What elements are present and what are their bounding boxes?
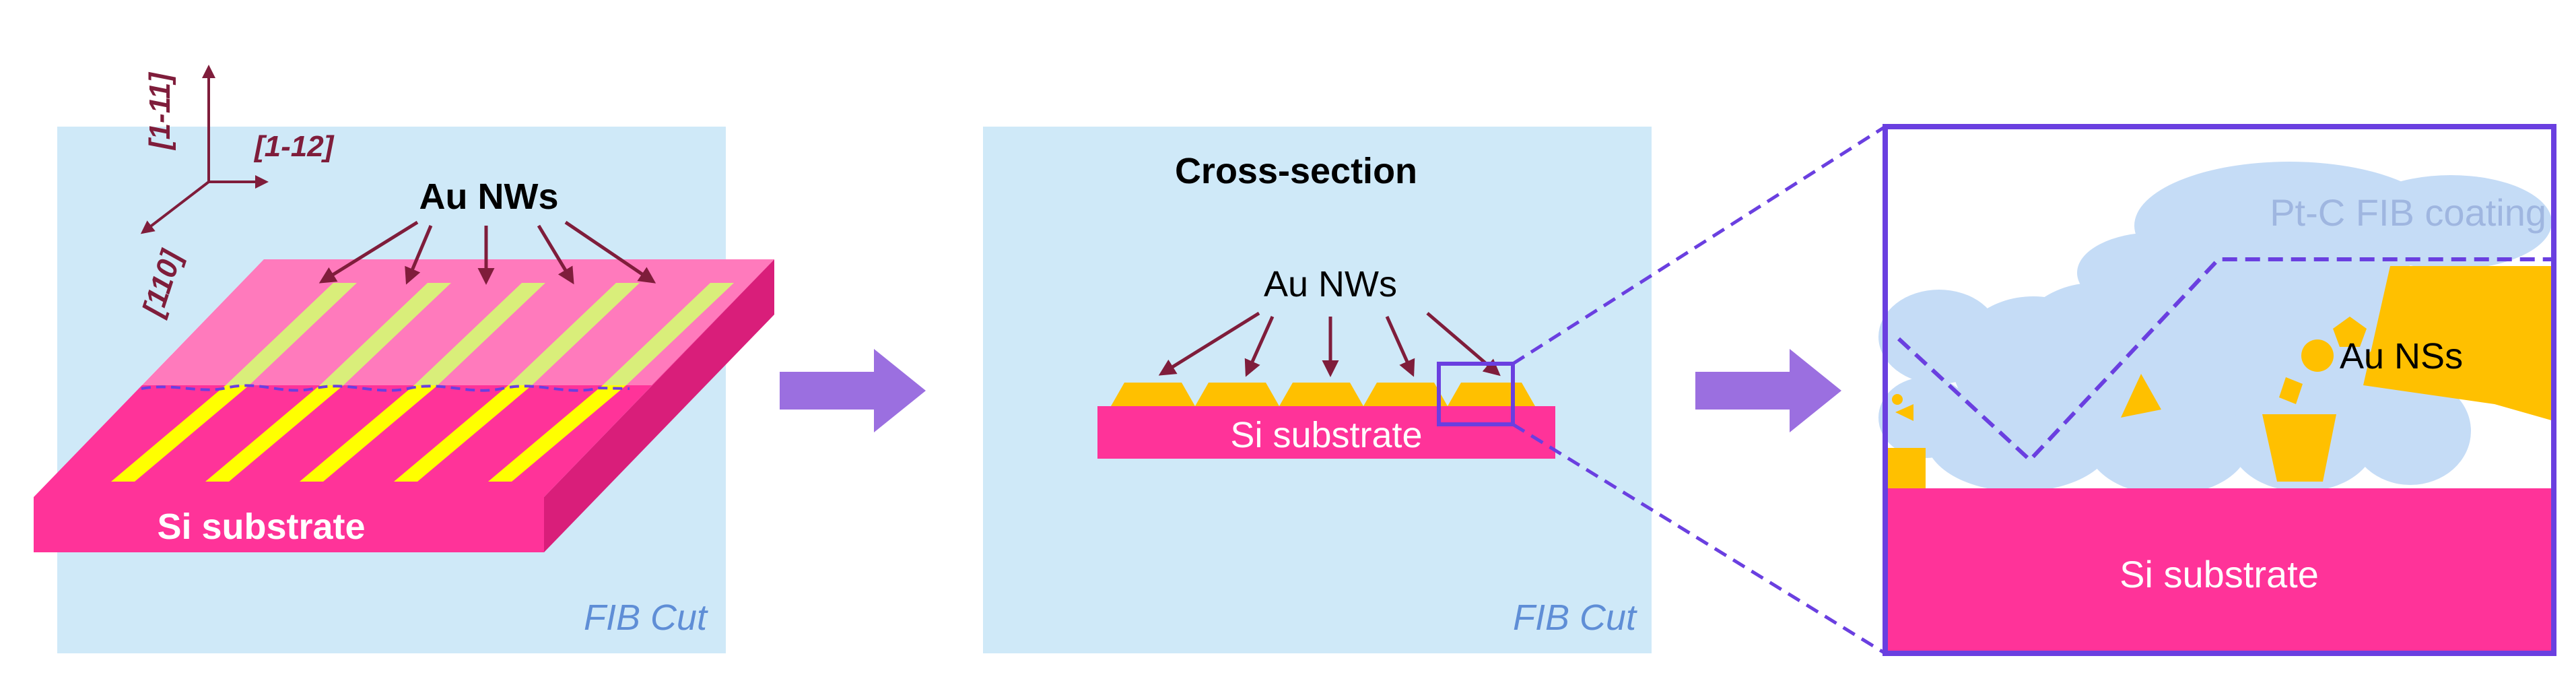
gold-sphere-small xyxy=(2366,350,2387,371)
trench-outline xyxy=(1897,257,2554,463)
axis-y-label: [1-12] xyxy=(253,130,335,163)
nanowire-section xyxy=(1448,383,1535,406)
nanowire xyxy=(111,385,249,482)
nanowire-section xyxy=(1363,383,1448,406)
gold-triangle-small xyxy=(1895,404,1913,421)
middle-nanowire-sections xyxy=(1111,383,1535,406)
gold-cluster xyxy=(2279,377,2303,404)
left-substrate-right-face xyxy=(544,259,774,552)
flow-arrow-1 xyxy=(780,349,926,432)
left-substrate-label: Si substrate xyxy=(157,507,365,547)
coating-blob xyxy=(1878,290,2000,384)
left-cut-line xyxy=(141,384,630,392)
middle-substrate xyxy=(1097,406,1555,459)
middle-substrate-label: Si substrate xyxy=(1230,415,1422,455)
coating-blob xyxy=(1926,384,2114,492)
crystal-axes xyxy=(140,65,269,234)
left-nanowires-front xyxy=(111,385,626,482)
nanowire xyxy=(205,385,343,482)
pointer-arrow xyxy=(1385,315,1415,377)
gold-small-block-left xyxy=(1885,448,1926,488)
pointer-arrow xyxy=(405,225,433,285)
middle-panel: Cross-section Au NWs Si substrate FIB Cu… xyxy=(983,127,1652,653)
right-substrate xyxy=(1885,488,2554,653)
ns-label: Au NSs xyxy=(2340,336,2463,377)
nanowire xyxy=(508,283,640,385)
right-panel: Pt-C FIB coating Au NSs Si substrate xyxy=(1878,124,2556,656)
nanowire-section xyxy=(1111,383,1195,406)
nanowire-section xyxy=(1279,383,1363,406)
gold-hexagon xyxy=(2395,275,2426,308)
middle-nw-pointer-arrows xyxy=(1158,311,1501,377)
nanowire xyxy=(414,283,545,385)
pointer-arrow xyxy=(1244,315,1275,377)
middle-cut-label: FIB Cut xyxy=(1513,597,1637,638)
zoom-selection-box xyxy=(1437,362,1515,426)
nanowire xyxy=(300,385,438,482)
nanowire xyxy=(603,283,734,385)
gold-pentagon xyxy=(2333,317,2367,347)
nanowire xyxy=(320,283,451,385)
gold-nanostructures xyxy=(1885,266,2554,488)
nanowire-section xyxy=(1195,383,1279,406)
nanowire xyxy=(226,283,357,385)
pointer-arrow xyxy=(564,220,656,284)
left-nw-label: Au NWs xyxy=(419,176,559,217)
gold-trapezoid xyxy=(2262,414,2336,482)
zoom-connector-top xyxy=(1512,125,1887,366)
gold-dot xyxy=(1892,394,1903,405)
pointer-arrow xyxy=(537,224,574,285)
left-nanowires-back xyxy=(226,283,734,385)
pointer-arrow xyxy=(1158,311,1260,376)
axis-x-arrow xyxy=(140,181,210,234)
middle-nw-label: Au NWs xyxy=(1264,264,1397,304)
zoom-connector-bottom xyxy=(1512,422,1887,655)
gold-triangle xyxy=(2121,374,2161,418)
flow-arrow-2 xyxy=(1695,349,1841,432)
left-substrate-front-face xyxy=(34,497,544,552)
gold-sphere xyxy=(2301,339,2334,372)
left-nw-pointer-arrows xyxy=(318,220,656,285)
coating-label: Pt-C FIB coating xyxy=(2270,191,2546,234)
left-cut-label: FIB Cut xyxy=(584,597,708,638)
middle-panel-title: Cross-section xyxy=(1175,151,1417,191)
coating-blob xyxy=(2350,377,2471,485)
pointer-arrow xyxy=(318,220,419,284)
nanowire xyxy=(394,385,532,482)
right-panel-border xyxy=(1883,124,2556,656)
coating-blob xyxy=(2350,175,2552,269)
right-substrate-label: Si substrate xyxy=(2120,553,2319,595)
left-panel: [1-11] [1-12] [110] Au NWs Si substrate … xyxy=(34,65,774,653)
axis-z-label: [1-11] xyxy=(143,72,176,151)
nanowire xyxy=(488,385,626,482)
